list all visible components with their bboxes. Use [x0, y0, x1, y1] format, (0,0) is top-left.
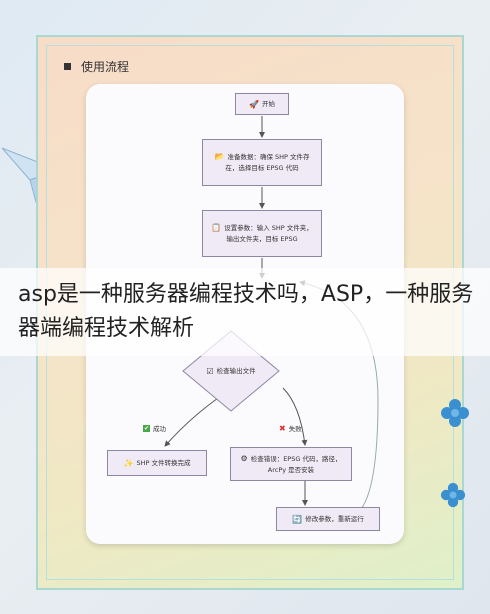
rocket-icon: 🚀: [249, 99, 259, 109]
flow-node-check-error: ⚙检查错误：EPSG 代码，路径，ArcPy 是否安装: [230, 447, 352, 481]
section-header: 使用流程: [64, 58, 129, 75]
check-icon: ✔: [143, 424, 151, 432]
edge-decision-error: [282, 387, 308, 446]
folder-icon: 📂: [214, 152, 225, 161]
checklist-icon: ☑: [206, 366, 214, 376]
edge-label-success: ✔ 成功: [143, 424, 167, 433]
flow-node-check-output: ☑ 检查输出文件: [206, 366, 256, 376]
title-overlay-band: [0, 268, 490, 356]
flow-node-retry: 🔄 修改参数，重新运行: [276, 507, 380, 531]
cross-icon: ✖: [279, 423, 286, 433]
refresh-icon: 🔄: [292, 514, 303, 524]
flower-icon: [440, 482, 466, 508]
edge-label-failure: ✖ 失败: [279, 423, 302, 434]
flow-node-set-params: 📋设置参数：输入 SHP 文件夹，输出文件夹，目标 EPSG: [202, 210, 322, 257]
sparkle-icon: ✨: [123, 458, 134, 468]
bullet-square-icon: [64, 63, 71, 70]
section-title: 使用流程: [81, 60, 130, 74]
flow-node-start: 🚀 开始: [235, 93, 289, 115]
overlay-title: asp是一种服务器编程技术吗，ASP，一种服务器端编程技术解析: [18, 282, 474, 341]
flow-node-success: ✨ SHP 文件转换完成: [107, 450, 207, 476]
flower-icon: [441, 399, 469, 427]
gear-icon: ⚙: [240, 453, 248, 463]
flow-node-prepare-data: 📂准备数据：确保 SHP 文件存在，选择目标 EPSG 代码: [202, 139, 322, 186]
clipboard-icon: 📋: [211, 223, 222, 232]
